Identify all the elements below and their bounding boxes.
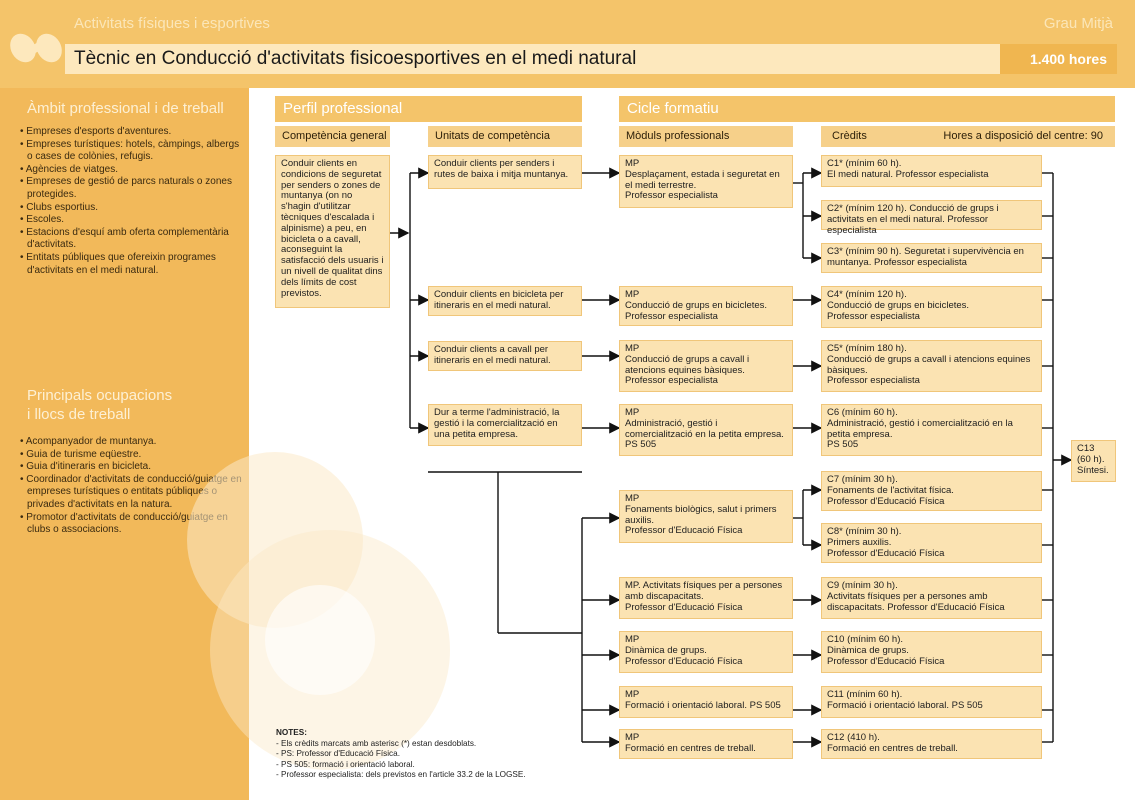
module-box: MP Conducció de grups a cavall i atencio…: [619, 340, 793, 392]
list-item: • Guia d'itineraris en bicicleta.: [20, 461, 152, 473]
list-item: • Agències de viatges.: [20, 163, 119, 175]
module-box: MP Administració, gestió i comercialitza…: [619, 404, 793, 456]
credits-header: Crèdits Hores a disposició del centre: 9…: [821, 126, 1115, 147]
scope-title: Àmbit professional i de treball: [27, 100, 224, 117]
unit-box: Conduir clients a cavall per itineraris …: [428, 341, 582, 371]
list-item: • Guia de turisme eqüestre.: [20, 448, 142, 460]
list-item: • Empreses d'esports d'aventures.: [20, 126, 172, 137]
credit-box: C11 (mínim 60 h). Formació i orientació …: [821, 686, 1042, 718]
module-box: MP Conducció de grups en bicicletes. Pro…: [619, 286, 793, 326]
list-item: • Empreses turístiques: hotels, càmpings…: [20, 138, 240, 163]
general-competence-box: Conduir clients en condicions de seguret…: [275, 155, 390, 308]
list-item: • Coordinador d'activitats de conducció/…: [20, 473, 242, 510]
credit-box: C5* (mínim 180 h). Conducció de grups a …: [821, 340, 1042, 392]
credit-box: C1* (mínim 60 h). El medi natural. Profe…: [821, 155, 1042, 187]
credits-header-label: Crèdits: [832, 130, 867, 142]
list-item: • Escoles.: [20, 214, 65, 226]
logo-icon: [10, 33, 62, 63]
unit-box: Conduir clients per senders i rutes de b…: [428, 155, 582, 189]
credit-box: C9 (mínim 30 h). Activitats físiques per…: [821, 577, 1042, 619]
credit-box: C4* (mínim 120 h). Conducció de grups en…: [821, 286, 1042, 328]
credit-box: C6 (mínim 60 h). Administració, gestió i…: [821, 404, 1042, 456]
credit-box: C8* (mínim 30 h). Primers auxilis. Profe…: [821, 523, 1042, 563]
title-bar: [65, 44, 1117, 74]
center-hours-label: Hores a disposició del centre: 90: [943, 130, 1103, 142]
note-item: - Els crèdits marcats amb asterisc (*) e…: [276, 738, 477, 748]
module-box: MP Formació en centres de treball.: [619, 729, 793, 759]
unit-box: Conduir clients en bicicleta per itinera…: [428, 286, 582, 316]
cycle-section-header: Cicle formatiu: [619, 96, 1115, 122]
credit-box: C2* (mínim 120 h). Conducció de grups i …: [821, 200, 1042, 235]
note-item: - Professor especialista: dels previstos…: [276, 770, 526, 780]
credit-box: C3* (mínim 90 h). Seguretat i supervivèn…: [821, 243, 1042, 273]
units-header: Unitats de competència: [428, 126, 582, 147]
general-competence-header: Competència general: [275, 126, 390, 147]
note-item: - PS: Professor d'Educació Física.: [276, 749, 400, 759]
level-label: Grau Mitjà: [1043, 15, 1113, 32]
decorative-circles: [187, 452, 450, 770]
profile-section-header: Perfil professional: [275, 96, 582, 122]
note-item: - PS 505: formació i orientació laboral.: [276, 759, 415, 769]
left-panel: Àmbit professional i de treball • Empres…: [0, 88, 249, 800]
credit-box: C10 (mínim 60 h). Dinàmica de grups. Pro…: [821, 631, 1042, 673]
unit-box: Dur a terme l'administració, la gestió i…: [428, 404, 582, 446]
page-title: Tècnic en Conducció d'activitats fisicoe…: [74, 48, 637, 69]
jobs-title-line1: Principals ocupacions: [27, 387, 173, 404]
list-item: • Promotor d'activitats de conducció/gui…: [20, 511, 228, 536]
hours-badge: 1.400 hores: [1000, 44, 1117, 74]
notes: NOTES: - Els crèdits marcats amb asteris…: [276, 728, 606, 781]
category-label: Activitats físiques i esportives: [74, 15, 270, 32]
credit-box: C12 (410 h). Formació en centres de treb…: [821, 729, 1042, 759]
list-item: • Estacions d'esquí amb oferta complemen…: [20, 226, 229, 251]
list-item: • Acompanyador de muntanya.: [20, 436, 157, 447]
hours-label: 1.400 hores: [1029, 51, 1107, 67]
modules-header: Mòduls professionals: [619, 126, 793, 147]
synthesis-credit-box: C13 (60 h). Síntesi.: [1071, 440, 1116, 482]
list-item: • Entitats públiques que ofereixin progr…: [20, 251, 216, 276]
list-item: • Clubs esportius.: [20, 201, 98, 213]
module-box: MP. Activitats físiques per a persones a…: [619, 577, 793, 619]
jobs-title-line2: i llocs de treball: [27, 406, 131, 423]
module-box: MP Formació i orientació laboral. PS 505: [619, 686, 793, 718]
module-box: MP Desplaçament, estada i seguretat en e…: [619, 155, 793, 208]
list-item: • Empreses de gestió de parcs naturals o…: [20, 176, 232, 200]
credit-box: C7 (mínim 30 h). Fonaments de l'activita…: [821, 471, 1042, 511]
jobs-list: • Acompanyador de muntanya. • Guia de tu…: [20, 436, 245, 537]
scope-list: • Empreses d'esports d'aventures. • Empr…: [20, 126, 245, 277]
notes-title: NOTES:: [276, 728, 307, 737]
module-box: MP Fonaments biològics, salut i primers …: [619, 490, 793, 543]
module-box: MP Dinàmica de grups. Professor d'Educac…: [619, 631, 793, 673]
